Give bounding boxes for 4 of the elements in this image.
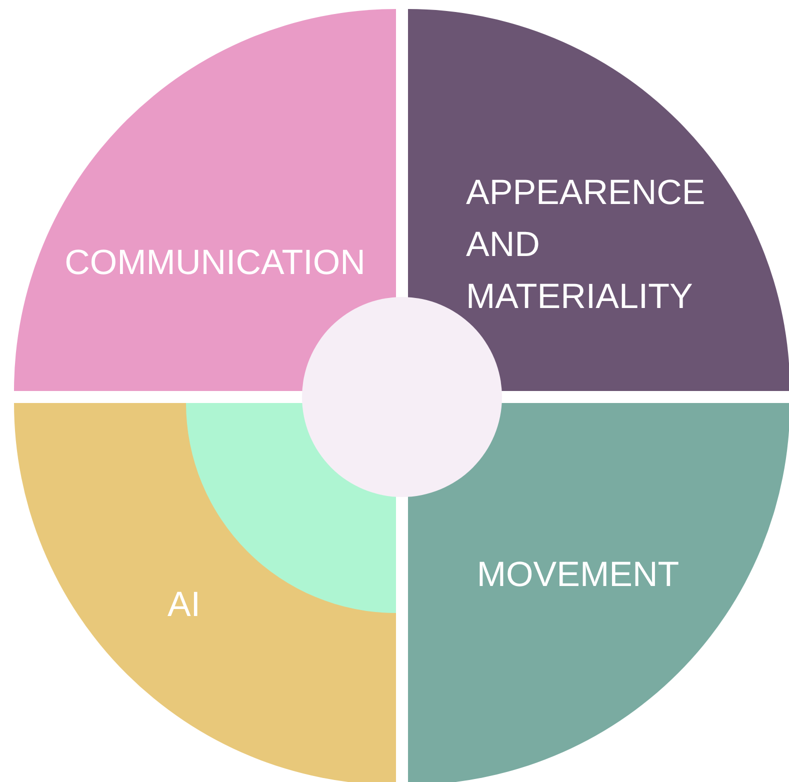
segment-label: MOVEMENT — [476, 554, 680, 596]
segment-label: AI — [166, 584, 202, 626]
segment-label: COMMUNICATION — [64, 242, 366, 284]
segment-label: APPEARENCE AND MATERIALITY — [466, 172, 706, 318]
